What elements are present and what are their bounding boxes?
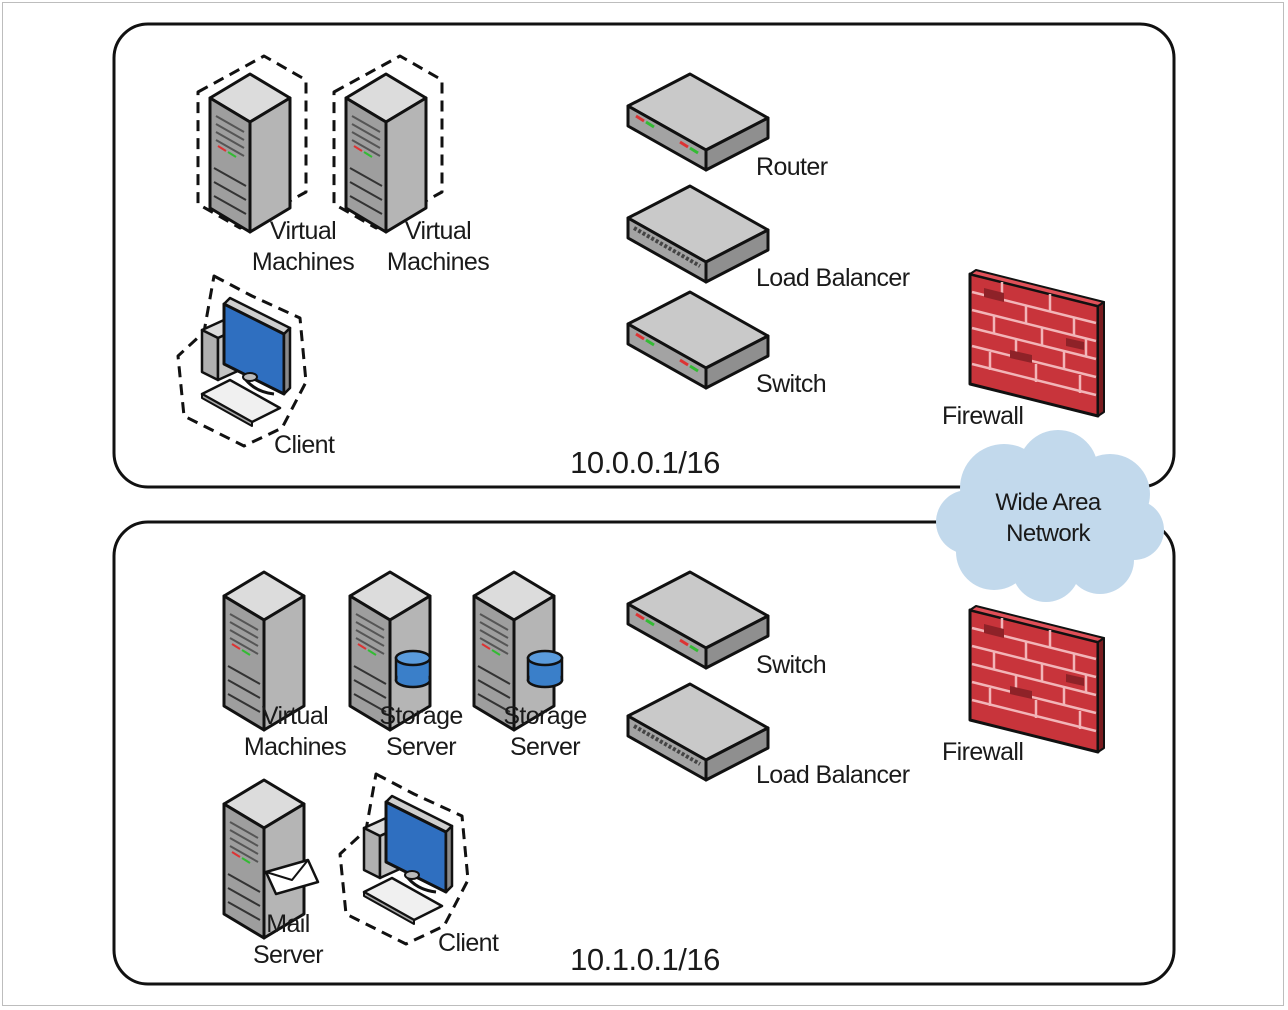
switch-top-label: Switch	[756, 370, 827, 398]
storage2-label: Storage Server	[503, 702, 587, 761]
client-top	[176, 274, 308, 448]
firewall-icon	[968, 604, 1106, 754]
virtual-machine-2	[332, 54, 444, 234]
load-balancer-icon	[626, 184, 770, 284]
mail-server-label: Mail Server	[252, 910, 324, 969]
router-label: Router	[756, 153, 828, 181]
subnet-bottom-label: 10.1.0.1/16	[570, 942, 720, 977]
firewall-icon	[968, 268, 1106, 418]
virtual-machine-1	[196, 54, 308, 234]
vm1-label: Virtual Machines	[251, 217, 355, 276]
vm-bottom-label: Virtual Machines	[243, 702, 347, 761]
cloud-icon	[936, 430, 1164, 602]
switch-bottom-label: Switch	[756, 651, 827, 679]
firewall-bottom-label: Firewall	[942, 738, 1024, 766]
load-balancer-top-label: Load Balancer	[756, 264, 910, 292]
network-panel-bottom	[112, 520, 1176, 986]
server-icon	[344, 72, 428, 234]
switch-icon	[626, 290, 770, 390]
database-icon	[394, 649, 432, 689]
client-top-label: Client	[274, 431, 335, 459]
monitor-icon	[362, 794, 454, 926]
wan-label: Wide Area Network	[995, 489, 1101, 547]
envelope-icon	[264, 858, 320, 896]
load-balancer-bottom-label: Load Balancer	[756, 761, 910, 789]
mail-server	[222, 778, 320, 940]
server-icon	[208, 72, 292, 234]
network-panel-top	[112, 22, 1176, 489]
firewall-top-label: Firewall	[942, 402, 1024, 430]
monitor-icon	[200, 296, 292, 428]
client-bottom	[338, 772, 470, 946]
load-balancer-icon	[626, 682, 770, 782]
database-icon	[526, 649, 564, 689]
client-bottom-label: Client	[438, 929, 499, 957]
router-icon	[626, 72, 770, 172]
subnet-top-label: 10.0.0.1/16	[570, 445, 720, 480]
vm2-label: Virtual Machines	[386, 217, 490, 276]
storage1-label: Storage Server	[379, 702, 463, 761]
switch-icon	[626, 570, 770, 670]
